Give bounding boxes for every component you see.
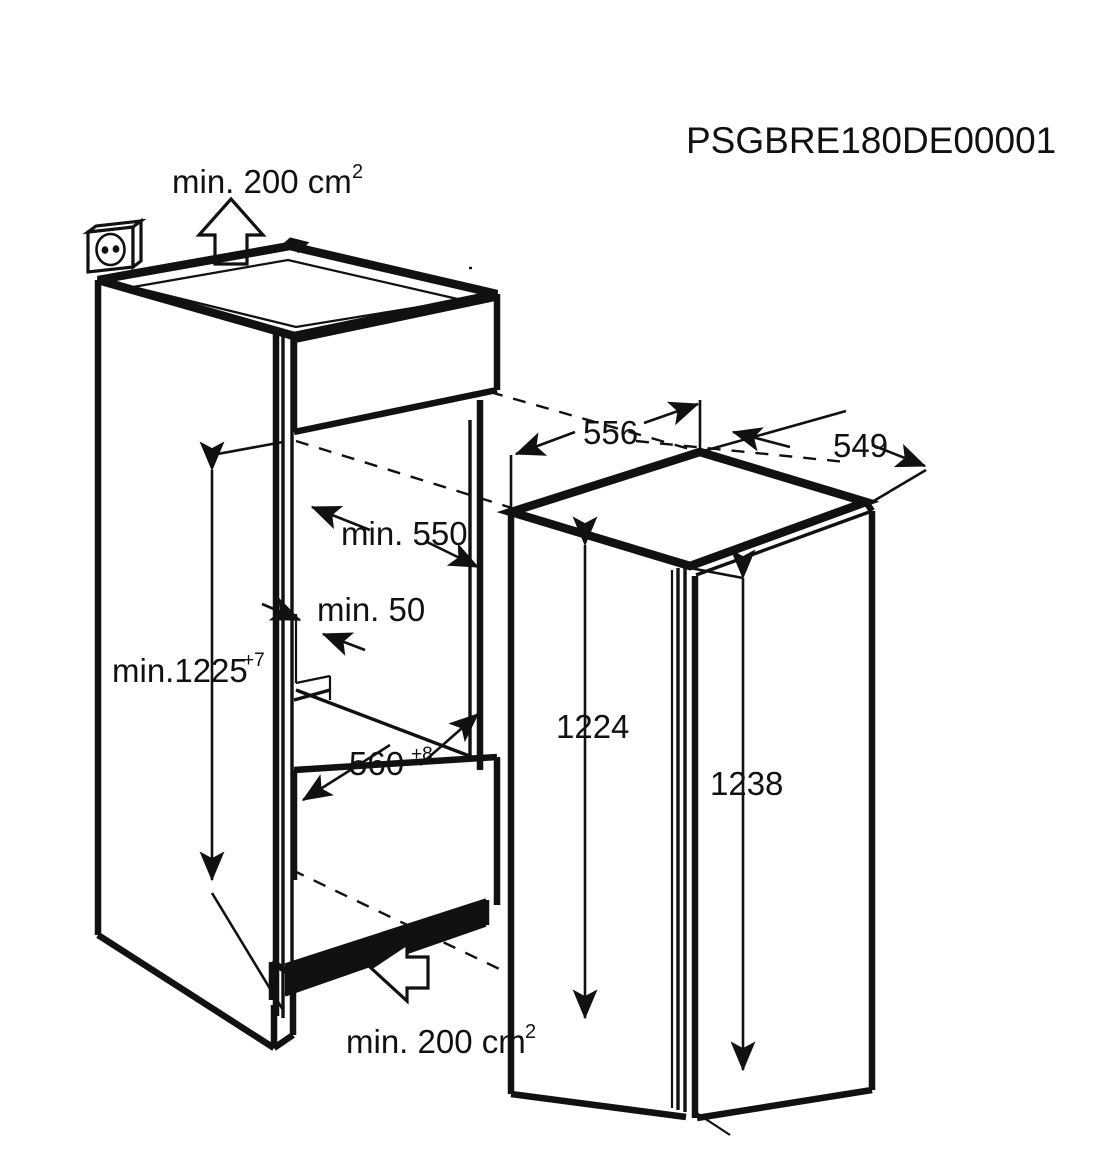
dimension-appliance-body-height: 1224: [556, 516, 629, 1020]
arrow-in-vent-icon: [368, 941, 430, 1005]
niche-height-tolerance: +7: [243, 650, 265, 671]
niche-height-label: min.1225: [112, 652, 248, 689]
bottom-vent-superscript: 2: [525, 1021, 536, 1043]
appliance-body-height-label: 1224: [556, 708, 629, 745]
bottom-ventilation-label: min. 200 cm 2: [346, 1021, 536, 1060]
projection-lines: [291, 266, 847, 977]
bottom-vent-text: min. 200 cm: [346, 1023, 526, 1060]
niche-width-label: 560: [349, 745, 404, 782]
appliance-width-label: 556: [583, 414, 638, 451]
dimension-niche-depth: min. 550: [310, 505, 480, 569]
power-socket-icon: [82, 217, 147, 274]
top-gap-label: min. 50: [317, 591, 425, 628]
dimension-niche-height: min.1225 +7: [112, 440, 285, 1011]
appliance-outline: [496, 447, 880, 1136]
appliance-door-height-label: 1238: [710, 765, 783, 802]
cabinet-outline: [94, 237, 501, 1051]
appliance-depth-label: 549: [833, 427, 888, 464]
dimension-appliance-depth: 549: [699, 409, 927, 504]
niche-width-tolerance: +8: [411, 744, 433, 765]
dimension-top-gap: min. 50: [261, 591, 425, 656]
dimension-appliance-width: 556: [509, 400, 702, 512]
top-ventilation-label: min. 200 cm 2: [172, 161, 363, 200]
niche-depth-label: min. 550: [341, 515, 468, 552]
dimension-niche-width: 560 +8: [301, 713, 479, 802]
top-vent-superscript: 2: [352, 161, 363, 183]
reference-code: PSGBRE180DE00001: [686, 120, 1056, 161]
dimension-appliance-door-height: 1238: [689, 549, 783, 1072]
top-vent-text: min. 200 cm: [172, 163, 352, 200]
arrow-up-vent-icon: [195, 196, 267, 266]
